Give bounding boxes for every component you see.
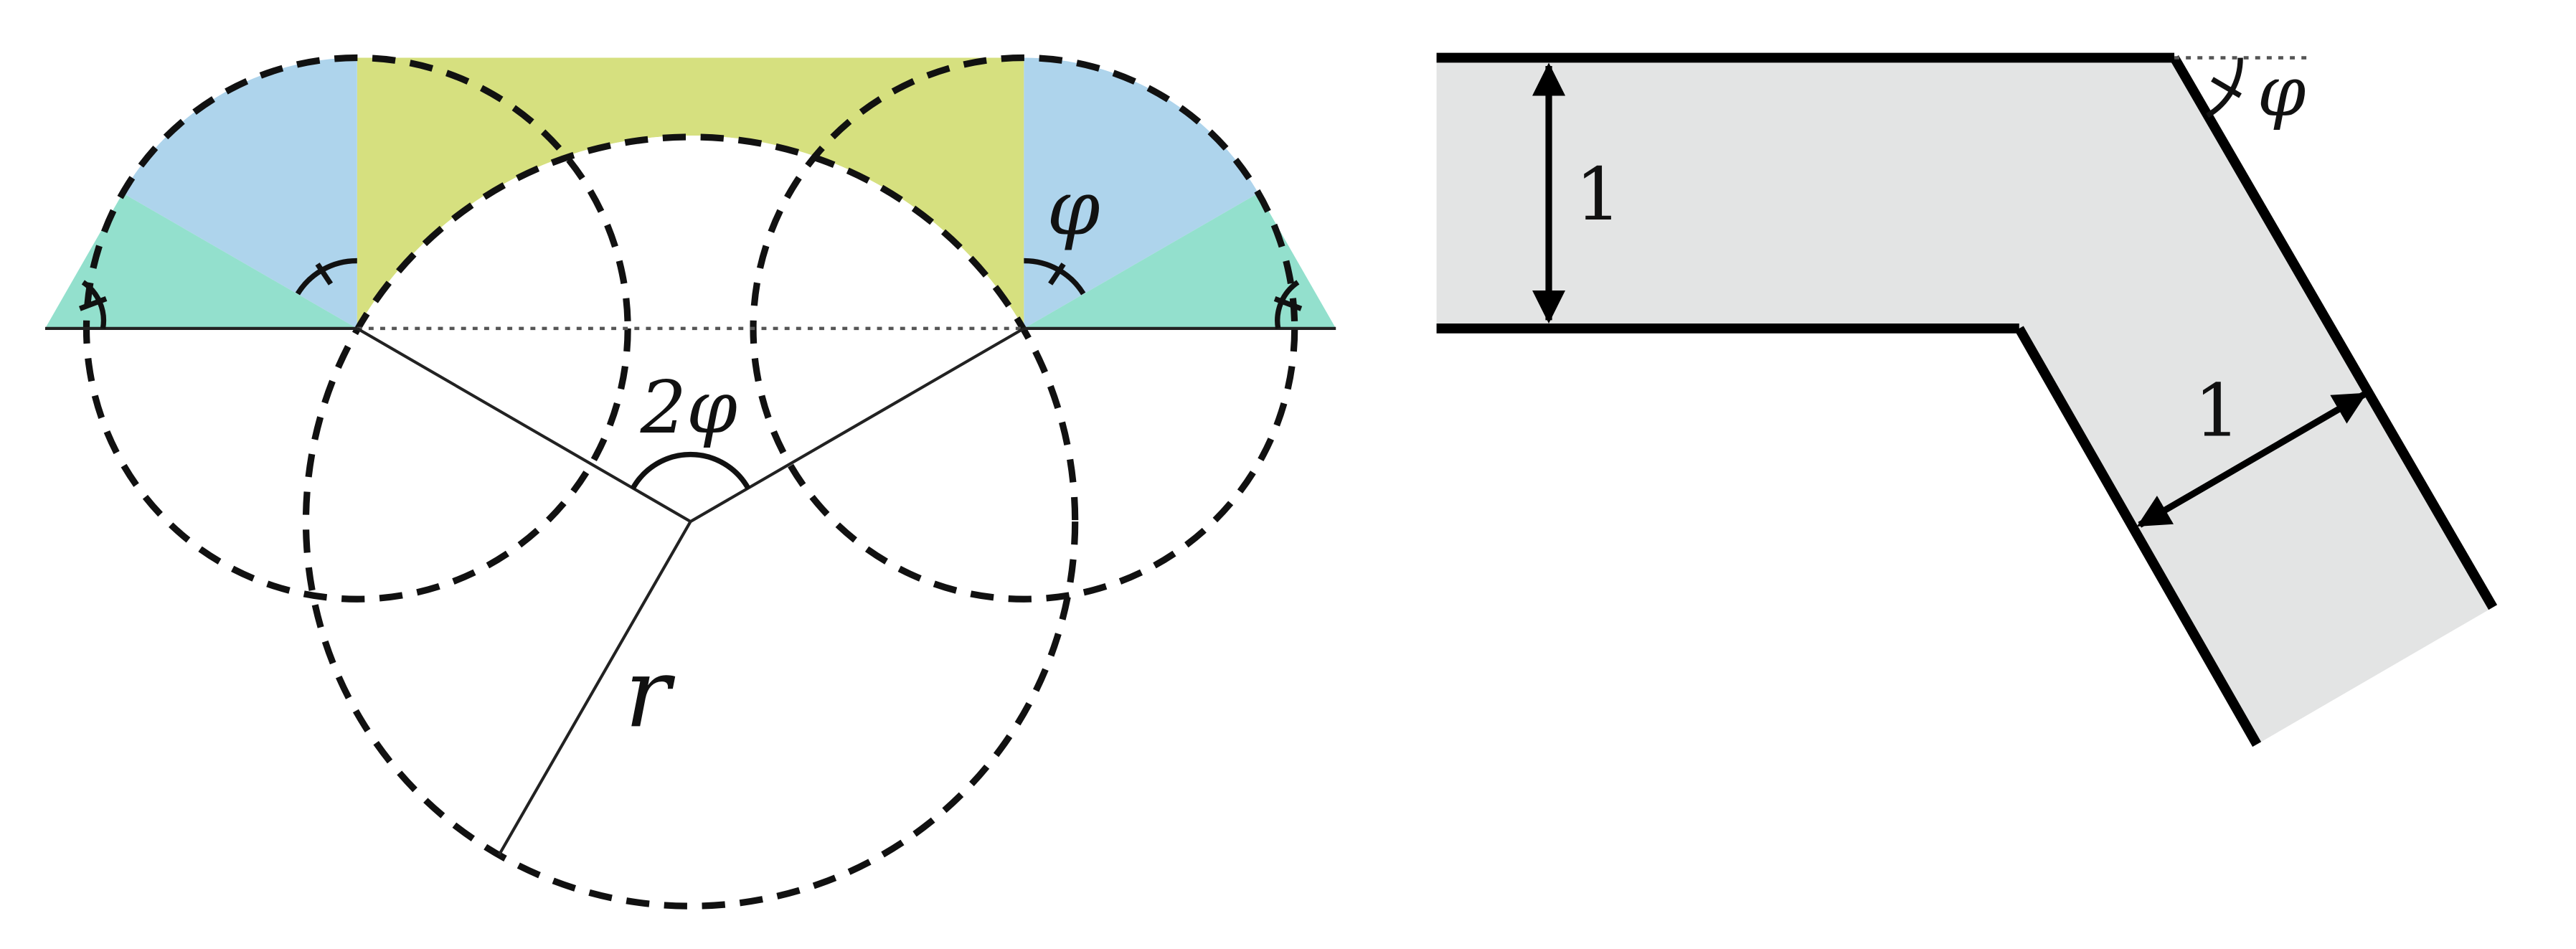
right-teal-triangle	[1024, 193, 1336, 329]
radius-r	[497, 521, 692, 856]
left-outer-angle-tick	[78, 296, 108, 311]
right-blue-sector	[1024, 57, 1259, 329]
arm-width-label: 1	[2194, 368, 2240, 453]
phi-angle-label: φ	[2257, 51, 2306, 132]
band-outer-diagonal-edge	[2170, 55, 2498, 610]
angle-phi-label-left: φ	[1047, 164, 1100, 252]
arm-width-arrow	[2136, 391, 2367, 528]
left-inner-angle-tick	[315, 263, 334, 285]
right-inner-angle-tick	[1048, 263, 1066, 285]
top-width-label: 1	[1575, 152, 1621, 237]
left-teal-triangle	[44, 193, 357, 329]
phi-angle-tick	[2211, 77, 2242, 98]
right-outer-angle-tick	[1273, 296, 1303, 311]
band-fill	[1436, 57, 2494, 745]
big-circle-cap	[357, 135, 1024, 329]
radius-to-right	[689, 327, 1025, 523]
right-diagram: φ 1 1	[1436, 51, 2498, 747]
band-inner-diagonal-edge	[2014, 326, 2262, 747]
angle-2phi-label: 2φ	[640, 365, 737, 450]
radius-r-label: r	[625, 638, 676, 749]
left-diagram: 2φ φ r	[44, 54, 1336, 910]
yellow-region	[357, 57, 1024, 329]
big-circle	[302, 133, 1079, 910]
angle-2phi-arc	[630, 451, 751, 490]
